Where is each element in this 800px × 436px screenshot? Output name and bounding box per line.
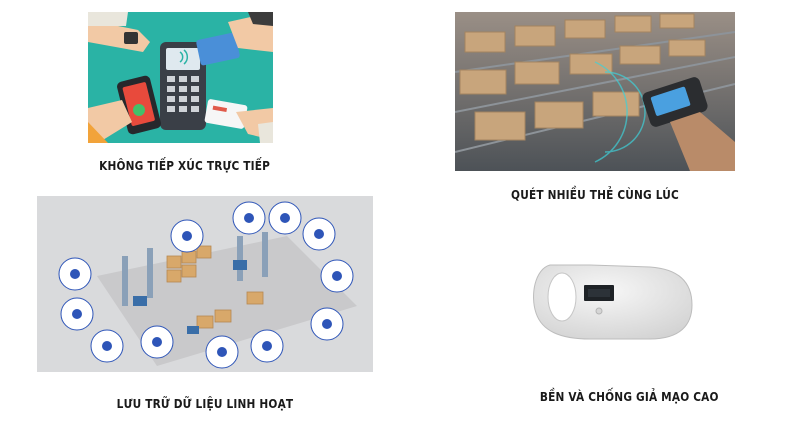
contactless-payment-illustration <box>88 12 273 143</box>
caption-multi-tag-scan: QUÉT NHIỀU THẺ CÙNG LÚC <box>511 188 679 202</box>
caption-contactless: KHÔNG TIẾP XÚC TRỰC TIẾP <box>99 159 271 173</box>
caption-flexible-storage: LƯU TRỮ DỮ LIỆU LINH HOẠT <box>116 397 294 411</box>
warehouse-conveyor-scanner-photo <box>455 12 735 171</box>
caption-durable-anti-fake: BỀN VÀ CHỐNG GIẢ MẠO CAO <box>539 390 719 404</box>
warehouse-network-diagram <box>37 196 373 372</box>
handheld-rfid-reader-photo <box>530 255 695 345</box>
